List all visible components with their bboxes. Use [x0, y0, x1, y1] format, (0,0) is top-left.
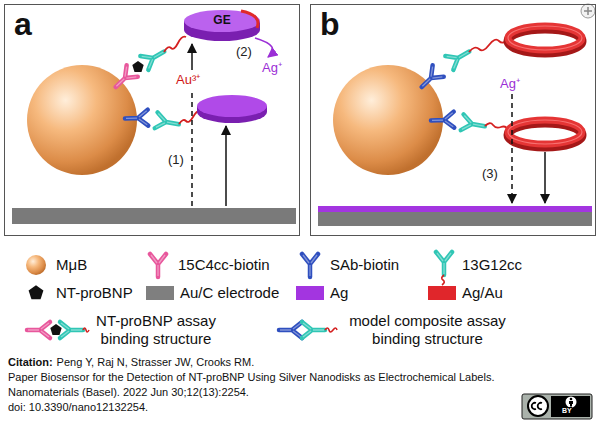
magnetic-bead [27, 65, 137, 175]
licence-text: BY [562, 407, 572, 415]
protein-icon [50, 324, 61, 335]
linker [442, 275, 445, 285]
panel-letter: b [320, 8, 586, 40]
legend-text: Ag/Au [462, 284, 503, 302]
linker [83, 328, 89, 332]
ion-label: Au³⁺ [176, 72, 200, 88]
silver-nanodisk [197, 95, 267, 123]
electrode [318, 212, 592, 226]
silver-gold-ring [508, 26, 582, 53]
licence-badge [528, 396, 548, 416]
silver-gold-ring [508, 120, 582, 147]
zoom-icon [581, 4, 595, 18]
legend-text: 13G12cc [462, 256, 522, 274]
legend-text: model composite assay binding structure [345, 312, 510, 348]
disk-top [184, 10, 260, 32]
step-number: (1) [168, 152, 184, 168]
legend-text: Ag [330, 284, 348, 302]
antibody-icon [60, 322, 83, 338]
silver-nanodisk [197, 95, 267, 117]
antibody-icon [27, 322, 50, 338]
linker [164, 37, 186, 52]
citation-text: doi: 10.3390/nano12132254. [8, 401, 148, 414]
antibody-sab [416, 65, 444, 92]
antibody-sab [125, 110, 149, 127]
legend-text: NT-proBNP [56, 284, 133, 302]
antibody-15c4cc [110, 65, 138, 92]
antibody-13g12cc [155, 112, 180, 132]
legend-text: NT-proBNP assay binding structure [92, 312, 220, 348]
flux-arrow [191, 44, 193, 70]
legend-text: Au/C electrode [180, 284, 279, 302]
silver-gold-ring [508, 120, 582, 144]
silver-layer [318, 206, 592, 212]
legend-text: MμB [56, 256, 87, 274]
antibody-icon [436, 252, 452, 275]
panel-b-illustration [318, 26, 592, 226]
gold-rim [241, 11, 258, 28]
magnetic-bead [333, 65, 443, 175]
licence-badge [522, 394, 592, 419]
dashed-path [511, 94, 513, 203]
legend-text: 15C4cc-biotin [178, 256, 270, 274]
antibody-13g12cc [140, 45, 168, 70]
step-number: (3) [482, 166, 498, 182]
release-arrow [255, 38, 273, 57]
silver-gold-ring [508, 120, 582, 144]
protein-icon [29, 285, 44, 299]
ion-label: Ag⁺ [500, 76, 520, 92]
licence-badge [532, 403, 542, 409]
legend-swatch [428, 286, 456, 300]
citation-heading: Citation: [8, 356, 53, 369]
legend-swatch [296, 286, 324, 300]
bead-icon [26, 255, 46, 275]
flux-arrow [544, 152, 546, 203]
licence-badge [566, 397, 577, 408]
antibody-13g12cc [445, 45, 473, 70]
zoom-icon [581, 4, 595, 18]
gold-etched-disk: GE [183, 8, 261, 42]
panel-a-illustration [12, 37, 296, 224]
zoom-icon [584, 7, 592, 15]
antibody-icon [302, 322, 325, 338]
linker [325, 328, 337, 332]
antibody-13g12cc [461, 114, 486, 134]
disk-label: GE [213, 14, 230, 27]
panel-frame: aGE [4, 4, 300, 236]
antibody-icon [150, 254, 166, 277]
silver-gold-ring [508, 26, 582, 50]
nt-probnp [132, 61, 143, 72]
licence-badge [569, 401, 573, 407]
legend-swatch [146, 286, 174, 300]
citation-text: Peng Y, Raj N, Strasser JW, Crooks RM. [57, 356, 255, 369]
silver-gold-ring [508, 26, 582, 50]
panel-frame: b [310, 4, 596, 236]
step-number: (2) [236, 44, 252, 60]
flux-arrow [225, 126, 227, 206]
legend-text: SAb-biotin [330, 256, 399, 274]
linker [179, 112, 199, 124]
antibody-sab [431, 112, 455, 129]
linker [469, 39, 508, 52]
licence-badge [522, 394, 592, 419]
citation-text: Nanomaterials (Basel). 2022 Jun 30;12(13… [8, 386, 249, 399]
licence-badge [570, 398, 573, 401]
antibody-icon [302, 254, 318, 277]
antibody-icon [279, 322, 302, 338]
dashed-path [191, 92, 193, 206]
licence-badge [551, 396, 590, 417]
citation-text: Paper Biosensor for the Detection of NT-… [8, 371, 494, 384]
electrode [12, 208, 296, 224]
ion-label: Ag⁺ [262, 60, 282, 76]
